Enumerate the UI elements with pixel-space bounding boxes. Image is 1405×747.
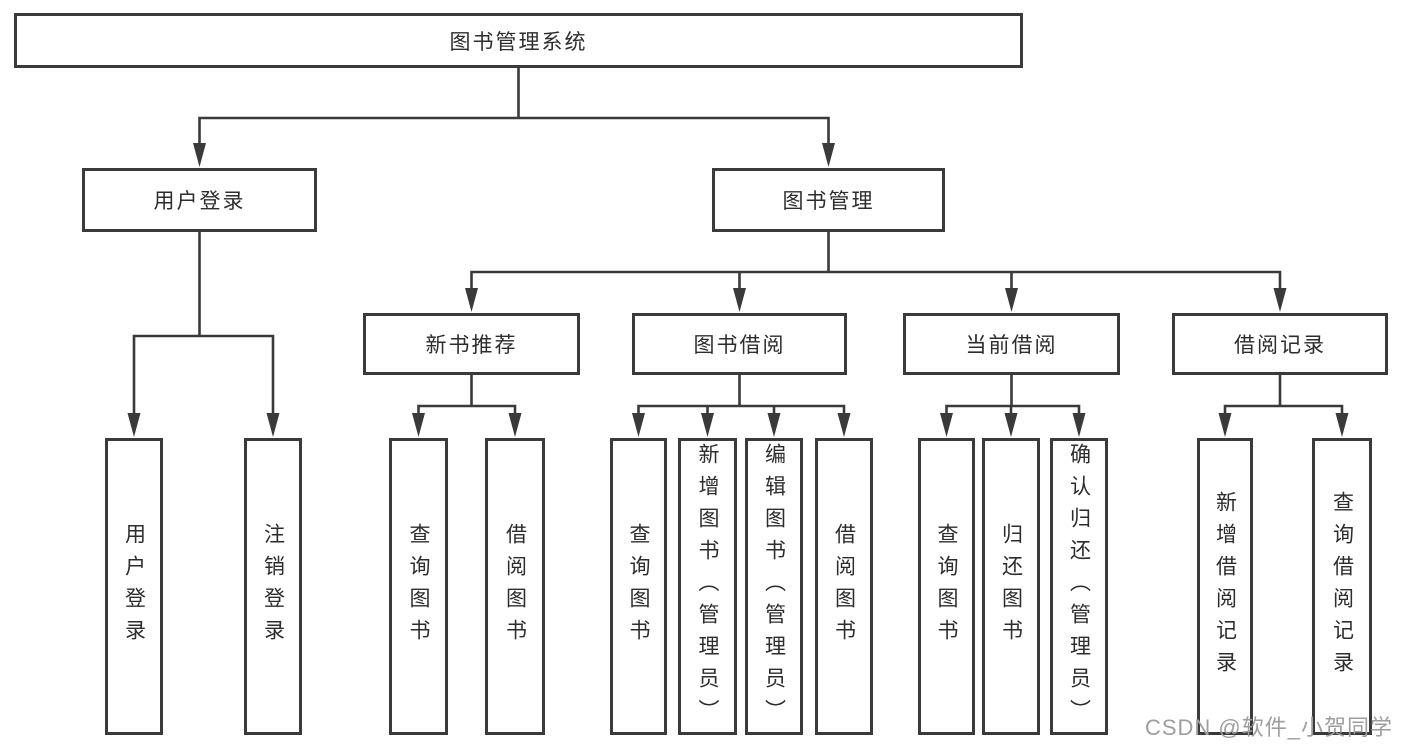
- node-label: 新增图书（管理员）: [696, 442, 719, 731]
- node-borrowing-add-books-admin: 新增图书（管理员）: [678, 438, 737, 735]
- arrowhead-icon: [701, 413, 714, 437]
- arrowhead-icon: [465, 288, 478, 312]
- arrowhead-icon: [1335, 413, 1349, 437]
- node-label: 图书管理系统: [449, 30, 588, 54]
- arrowhead-icon: [193, 143, 206, 167]
- node-label: 新书推荐: [425, 334, 518, 357]
- node-label: 查询图书: [935, 522, 958, 651]
- node-label: 注销登录: [261, 522, 285, 651]
- arrowhead-icon: [632, 413, 645, 437]
- watermark-text: CSDN @软件_小贺同学: [1144, 715, 1393, 740]
- edge-path: [132, 66, 1344, 418]
- node-label: 用户登录: [153, 190, 246, 213]
- node-label: 用户登录: [122, 522, 146, 651]
- node-library-system: 图书管理系统: [14, 13, 1023, 68]
- node-borrowing-edit-books-admin: 编辑图书（管理员）: [745, 438, 803, 735]
- arrowhead-icon: [1004, 413, 1018, 437]
- arrowhead-icon: [822, 143, 835, 167]
- node-label: 编辑图书（管理员）: [762, 442, 786, 731]
- node-user-logout: 注销登录: [244, 438, 302, 735]
- node-user-login-module: 用户登录: [82, 168, 317, 232]
- node-label: 查询借阅记录: [1330, 490, 1354, 683]
- arrowhead-icon: [1218, 413, 1232, 437]
- arrowhead-icon: [508, 413, 522, 437]
- arrowhead-icon: [127, 413, 141, 437]
- node-current-borrowing: 当前借阅: [903, 313, 1120, 375]
- node-records-query-borrow-record: 查询借阅记录: [1312, 438, 1372, 735]
- node-label: 图书借阅: [693, 334, 786, 357]
- node-recommend-borrow-books: 借阅图书: [485, 438, 545, 735]
- node-label: 图书管理: [782, 190, 875, 213]
- node-records-add-borrow-record: 新增借阅记录: [1197, 438, 1253, 735]
- node-new-book-recommendation: 新书推荐: [363, 313, 580, 375]
- node-label: 确认归还（管理员）: [1067, 442, 1091, 731]
- node-label: 借阅图书: [503, 522, 527, 651]
- node-borrowing-query-books: 查询图书: [610, 438, 667, 735]
- arrowhead-icon: [1005, 288, 1018, 312]
- arrowhead-icon: [1072, 413, 1086, 437]
- node-label: 新增借阅记录: [1213, 490, 1237, 683]
- arrowhead-icon: [733, 288, 746, 312]
- node-borrowing-borrow-books: 借阅图书: [815, 438, 873, 735]
- node-label: 借阅记录: [1234, 334, 1326, 357]
- node-label: 借阅图书: [832, 522, 856, 651]
- node-recommend-query-books: 查询图书: [389, 438, 448, 735]
- node-book-borrowing: 图书借阅: [632, 313, 847, 375]
- arrowhead-icon: [266, 413, 280, 437]
- node-label: 查询图书: [407, 522, 430, 651]
- arrowhead-icon: [940, 413, 953, 437]
- node-label: 查询图书: [627, 522, 650, 651]
- node-current-return-books: 归还图书: [982, 438, 1040, 735]
- arrowhead-icon: [767, 413, 781, 437]
- node-label: 当前借阅: [965, 334, 1058, 357]
- node-borrowing-records: 借阅记录: [1172, 313, 1388, 375]
- arrowhead-icon: [412, 413, 425, 437]
- node-user-login: 用户登录: [105, 438, 163, 735]
- node-book-management: 图书管理: [712, 168, 945, 232]
- arrowhead-icon: [1273, 288, 1287, 312]
- arrowhead-icon: [837, 413, 851, 437]
- node-label: 归还图书: [999, 522, 1023, 651]
- node-current-query-books: 查询图书: [918, 438, 975, 735]
- node-current-confirm-return-admin: 确认归还（管理员）: [1050, 438, 1108, 735]
